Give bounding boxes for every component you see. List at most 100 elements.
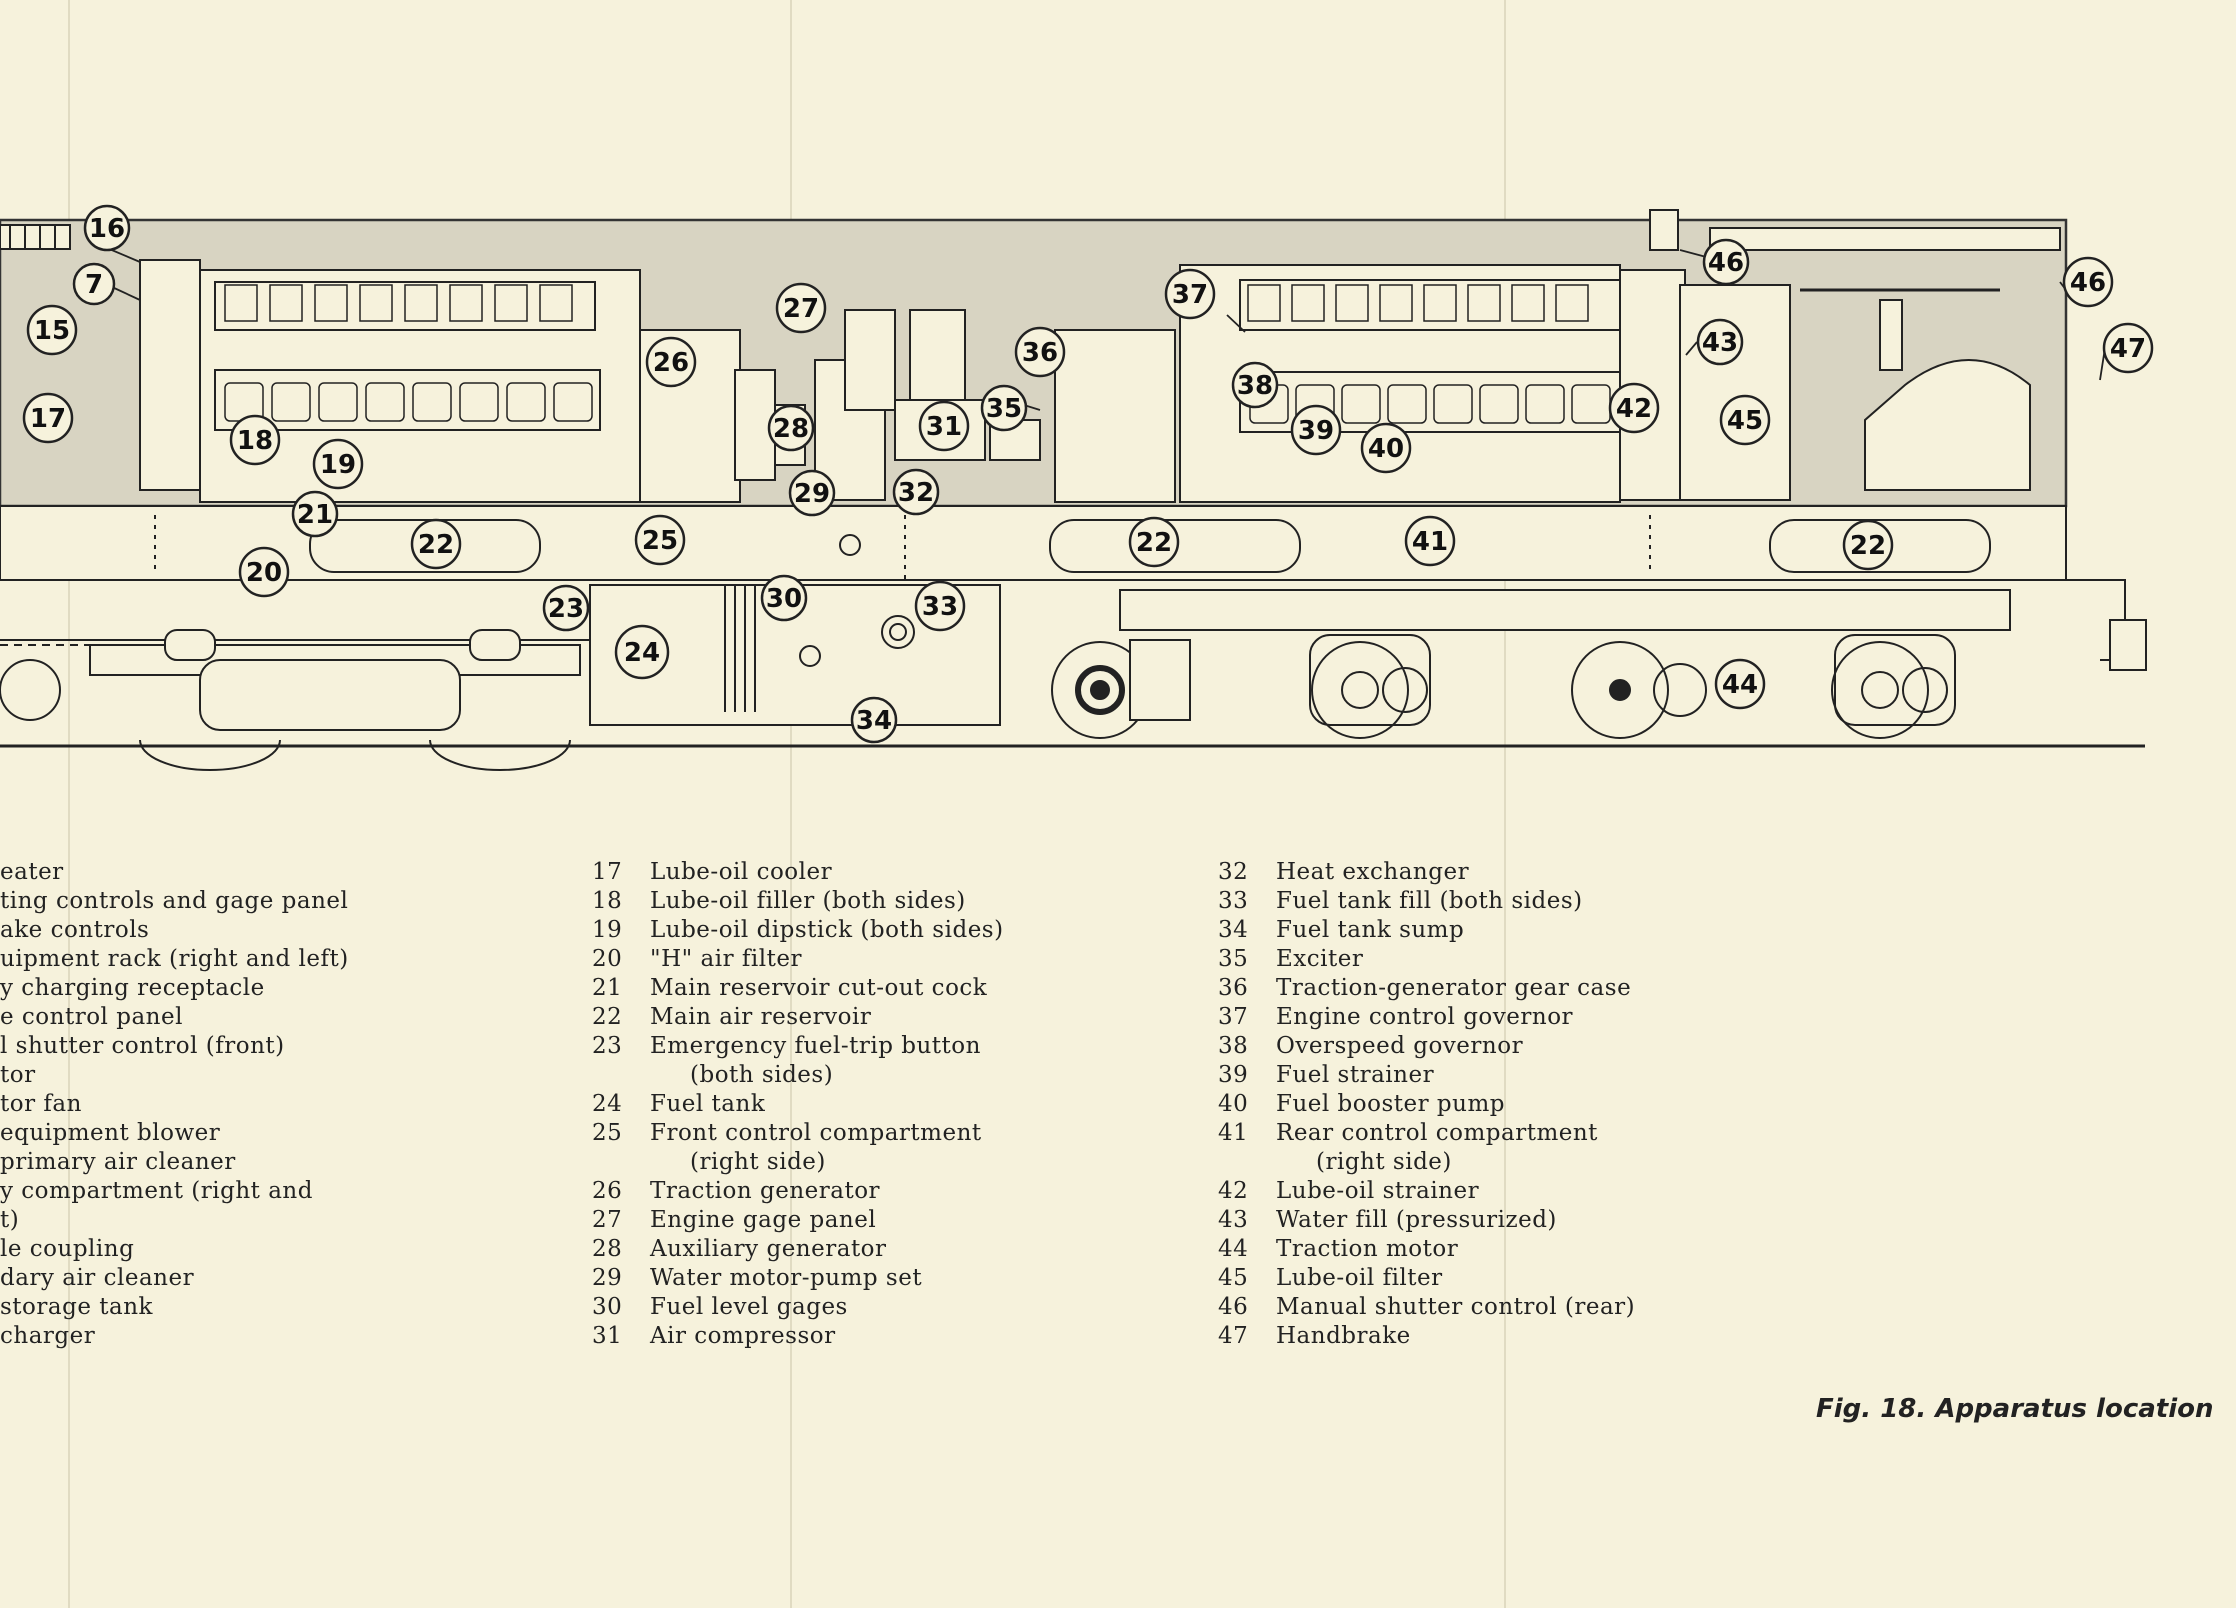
legend-item: (both sides) <box>592 1061 1004 1090</box>
callout-marker: 27 <box>775 282 827 334</box>
legend-item-number: 36 <box>1218 975 1249 1001</box>
svg-text:29: 29 <box>794 479 830 509</box>
legend-item-number: 38 <box>1218 1033 1249 1059</box>
legend-item-label: storage tank <box>0 1294 153 1320</box>
legend-item-label: e control panel <box>0 1004 183 1030</box>
legend-item-label: charger <box>0 1323 96 1349</box>
svg-text:42: 42 <box>1616 394 1652 424</box>
legend-item-number <box>1218 1148 1276 1177</box>
legend-item-label: dary air cleaner <box>0 1265 195 1291</box>
svg-text:38: 38 <box>1237 371 1273 401</box>
svg-text:45: 45 <box>1727 406 1763 436</box>
rear-trucks <box>1051 589 2011 739</box>
svg-text:16: 16 <box>89 214 125 244</box>
legend-item-label: Lube-oil filler (both sides) <box>650 888 966 914</box>
svg-text:46: 46 <box>1708 248 1744 278</box>
fold-line <box>790 0 792 1608</box>
legend-item: y compartment (right and <box>0 1177 349 1206</box>
legend-item-label: Main air reservoir <box>650 1004 872 1030</box>
legend-item-label: Traction motor <box>1276 1236 1459 1262</box>
legend-item: t) <box>0 1206 349 1235</box>
svg-text:41: 41 <box>1412 527 1448 557</box>
legend-item-label: (both sides) <box>690 1062 834 1088</box>
legend-item-label: Overspeed governor <box>1276 1033 1524 1059</box>
legend-item-number <box>592 1148 650 1177</box>
svg-text:22: 22 <box>1850 531 1886 561</box>
legend-item-label: ake controls <box>0 917 150 943</box>
svg-text:43: 43 <box>1702 328 1738 358</box>
legend-item-label: t) <box>0 1207 20 1233</box>
legend-item-number: 33 <box>1218 888 1249 914</box>
legend-item-label: y charging receptacle <box>0 975 265 1001</box>
legend-item-label: le coupling <box>0 1236 135 1262</box>
callout-marker: 37 <box>1164 268 1216 320</box>
legend-item-label: Traction-generator gear case <box>1276 975 1632 1001</box>
callout-marker: 26 <box>645 336 697 388</box>
svg-text:20: 20 <box>246 558 282 588</box>
callout-marker: 21 <box>291 490 339 538</box>
legend-item-label: Fuel tank sump <box>1276 917 1465 943</box>
legend-item: equipment blower <box>0 1119 349 1148</box>
legend-item-label: Manual shutter control (rear) <box>1276 1294 1636 1320</box>
callout-marker: 46 <box>2062 256 2114 308</box>
callout-marker: 20 <box>238 546 290 598</box>
fold-line <box>1504 0 1506 1608</box>
legend-item-number: 28 <box>592 1236 623 1262</box>
legend-item-label: equipment blower <box>0 1120 221 1146</box>
legend-item-number: 37 <box>1218 1004 1249 1030</box>
svg-text:30: 30 <box>766 584 802 614</box>
svg-text:28: 28 <box>773 414 809 444</box>
callout-marker: 40 <box>1360 422 1412 474</box>
svg-text:21: 21 <box>297 500 333 530</box>
svg-text:46: 46 <box>2070 268 2106 298</box>
legend-item-number: 25 <box>592 1120 623 1146</box>
legend-item-number <box>592 1061 650 1090</box>
legend-item-label: Fuel level gages <box>650 1294 848 1320</box>
legend-item: 44 Traction motor <box>1218 1235 1635 1264</box>
legend-item: 20"H" air filter <box>592 945 1004 974</box>
svg-text:27: 27 <box>783 294 819 324</box>
callout-marker: 28 <box>767 404 815 452</box>
legend-item-number: 44 <box>1218 1236 1249 1262</box>
svg-text:25: 25 <box>642 526 678 556</box>
legend-item-label: Engine gage panel <box>650 1207 877 1233</box>
legend-item: 36 Traction-generator gear case <box>1218 974 1635 1003</box>
svg-text:24: 24 <box>624 638 660 668</box>
legend-item-label: Lube-oil filter <box>1276 1265 1443 1291</box>
svg-text:31: 31 <box>926 412 962 442</box>
legend-item: l shutter control (front) <box>0 1032 349 1061</box>
legend-item-number: 17 <box>592 859 623 885</box>
callout-marker: 18 <box>229 414 281 466</box>
legend-item: 38 Overspeed governor <box>1218 1032 1635 1061</box>
legend-item-label: Fuel tank fill (both sides) <box>1276 888 1583 914</box>
legend-item-number: 32 <box>1218 859 1249 885</box>
svg-text:37: 37 <box>1172 280 1208 310</box>
legend-item-label: Handbrake <box>1276 1323 1411 1349</box>
legend-item-number: 42 <box>1218 1178 1249 1204</box>
legend-item-number: 31 <box>592 1323 623 1349</box>
legend-item: tor <box>0 1061 349 1090</box>
legend-item: uipment rack (right and left) <box>0 945 349 974</box>
callout-marker: 46 <box>1702 238 1750 286</box>
callout-marker: 31 <box>918 400 970 452</box>
legend-item-label: tor <box>0 1062 36 1088</box>
legend-item-number: 21 <box>592 975 623 1001</box>
traction-generator-rear <box>1054 329 1176 503</box>
callout-marker: 22 <box>1128 516 1180 568</box>
callout-marker: 22 <box>410 518 462 570</box>
callout-marker: 25 <box>634 514 686 566</box>
legend-item-label: eater <box>0 859 64 885</box>
